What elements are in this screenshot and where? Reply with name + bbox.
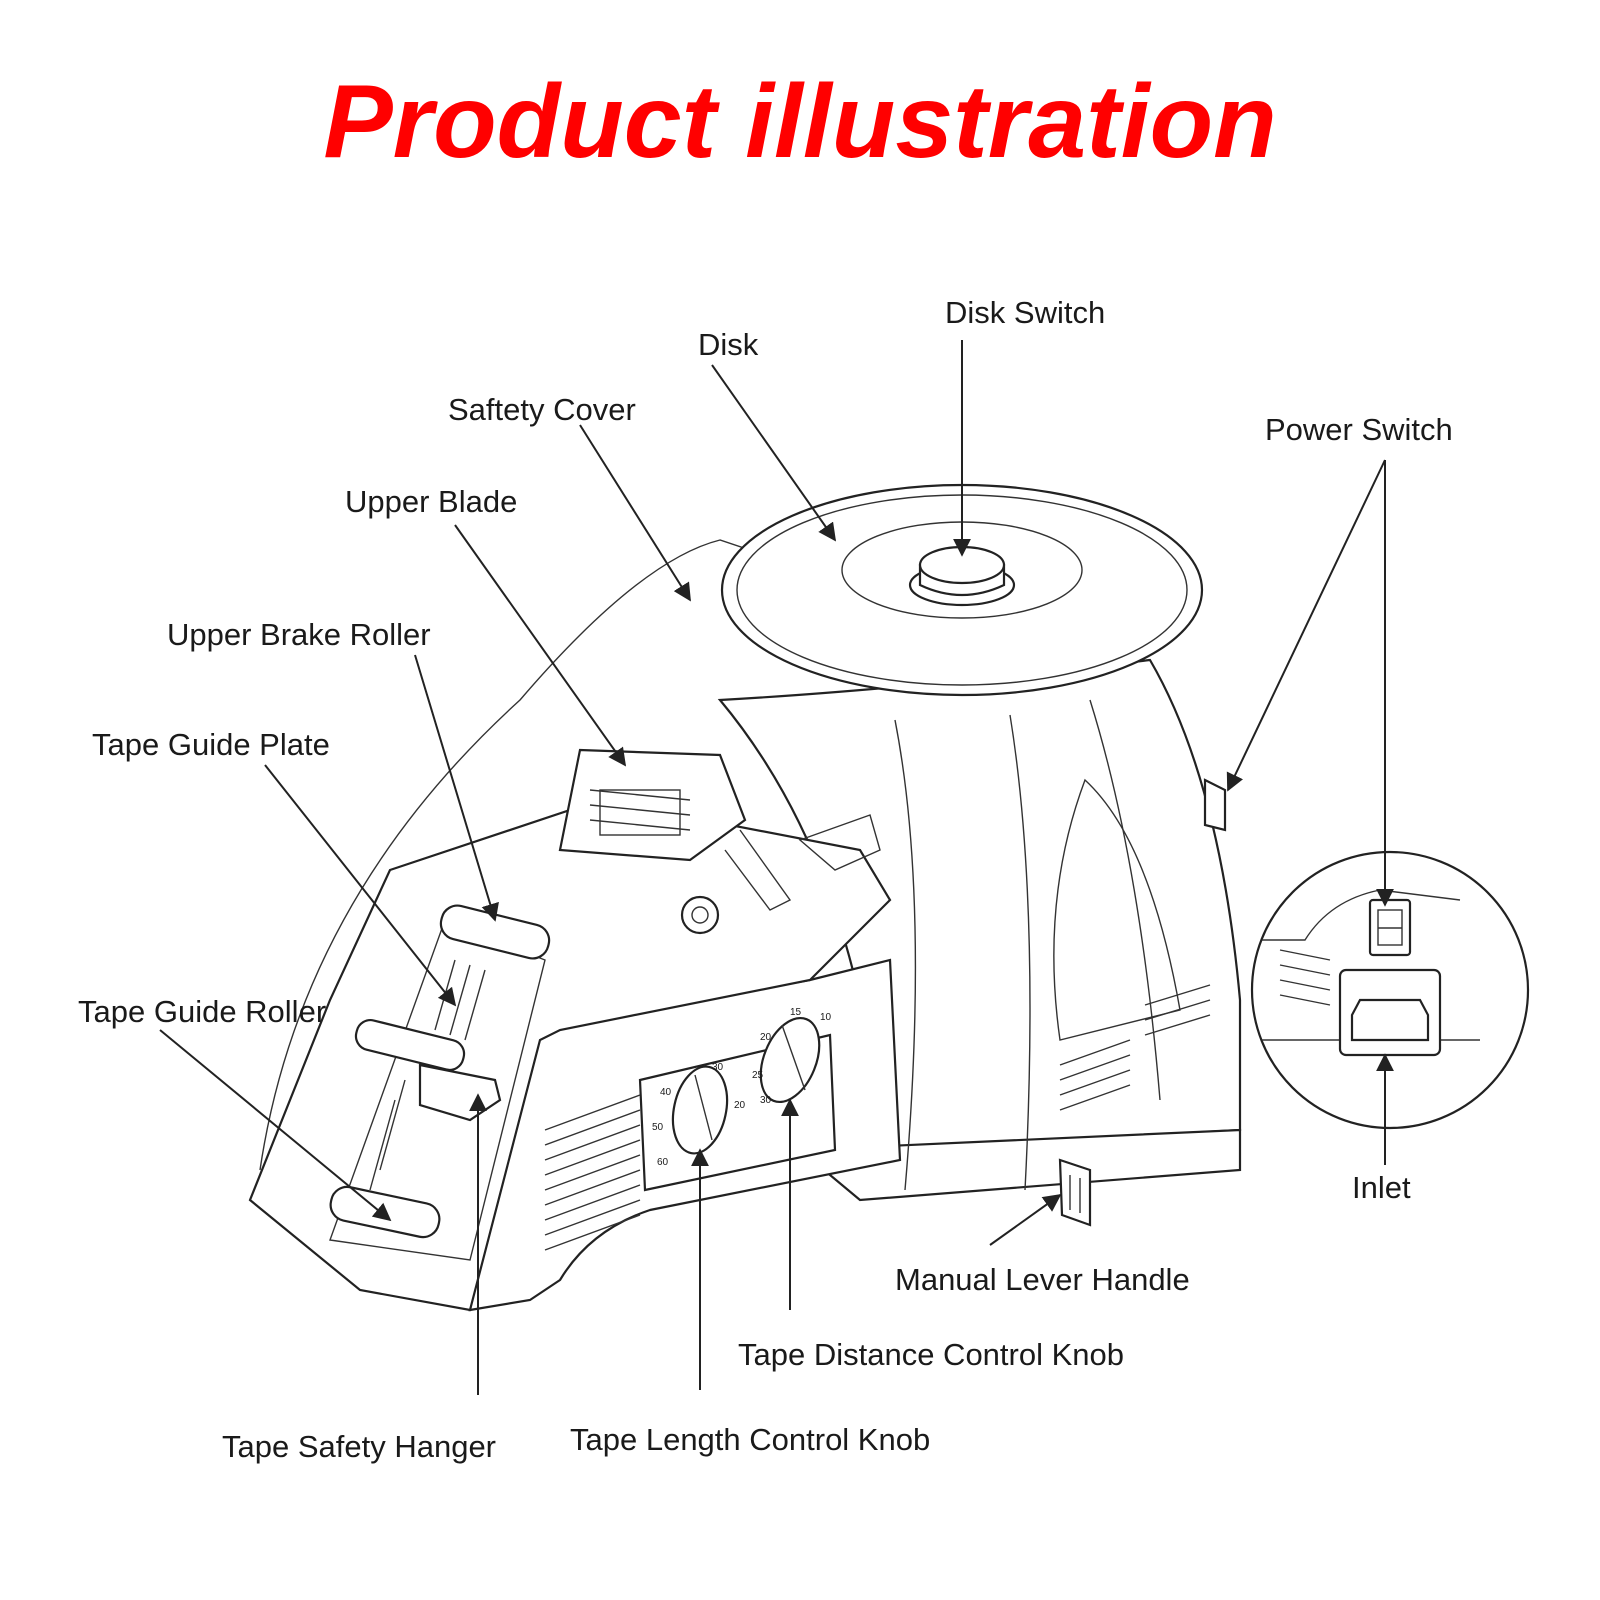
length-scale-60: 60 (657, 1157, 669, 1168)
label-tape-distance-control-knob: Tape Distance Control Knob (738, 1337, 1124, 1372)
detail-magnifier (1250, 850, 1530, 1130)
tape-distance-control-knob[interactable] (749, 1009, 830, 1110)
leader-lines (159, 340, 1394, 1395)
label-tape-length-control-knob: Tape Length Control Knob (570, 1422, 930, 1457)
distance-scale-20: 20 (760, 1032, 772, 1043)
length-scale-40: 40 (660, 1087, 672, 1098)
tape-length-control-knob[interactable] (665, 1062, 734, 1159)
distance-scale-25: 25 (752, 1070, 764, 1081)
length-scale-30: 30 (712, 1062, 724, 1073)
label-manual-lever-handle: Manual Lever Handle (895, 1262, 1190, 1297)
front-vents (544, 1094, 641, 1251)
machine-body: 60 50 40 30 20 30 25 20 15 10 (248, 483, 1242, 1312)
distance-scale-15: 15 (790, 1007, 802, 1018)
label-tape-guide-plate: Tape Guide Plate (92, 727, 330, 762)
label-tape-safety-hanger: Tape Safety Hanger (222, 1429, 496, 1464)
label-upper-brake-roller: Upper Brake Roller (167, 617, 431, 652)
length-scale-50: 50 (652, 1122, 664, 1133)
right-vents (1059, 984, 1211, 1111)
page-title: Product illustration (323, 64, 1277, 180)
label-upper-blade: Upper Blade (345, 484, 517, 519)
inlet-detail[interactable] (1338, 968, 1442, 1057)
manual-lever-handle[interactable] (1058, 1158, 1092, 1227)
label-safety-cover: Saftety Cover (448, 392, 636, 427)
label-disk: Disk (698, 327, 759, 362)
disk-switch[interactable] (908, 545, 1016, 607)
distance-scale-30: 30 (760, 1095, 772, 1106)
label-disk-switch: Disk Switch (945, 295, 1105, 330)
power-switch-detail[interactable] (1368, 898, 1412, 957)
guide-plate-slats (369, 959, 486, 1191)
distance-scale-10: 10 (820, 1012, 832, 1023)
label-inlet: Inlet (1352, 1170, 1411, 1205)
power-switch[interactable] (1203, 778, 1227, 832)
length-scale-20: 20 (734, 1100, 746, 1111)
label-tape-guide-roller: Tape Guide Roller (78, 994, 326, 1029)
blade-assembly (558, 748, 881, 935)
label-power-switch: Power Switch (1265, 412, 1453, 447)
